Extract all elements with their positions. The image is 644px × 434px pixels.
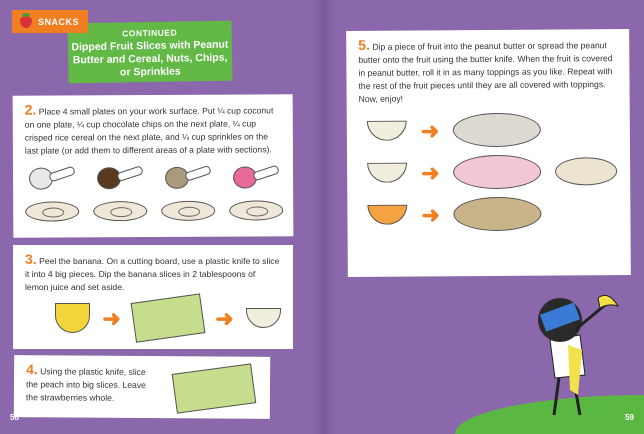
step-5-card: 5. Dip a piece of fruit into the peanut … — [346, 29, 631, 277]
character-illustration — [538, 294, 620, 416]
measuring-cup-sprinkles — [229, 164, 284, 222]
measuring-cup-coconut — [25, 165, 80, 223]
cups-illustration — [25, 164, 284, 223]
arrow-icon: ➜ — [102, 305, 121, 331]
banana-illustration — [55, 303, 91, 333]
arrow-icon: ➜ — [215, 305, 234, 331]
book-gutter — [312, 0, 336, 434]
banana-row: ➜ — [367, 154, 618, 190]
recipe-title: Dipped Fruit Slices with Peanut Butter a… — [71, 38, 229, 79]
peach-row: ➜ — [367, 196, 618, 232]
measuring-cup-cereal — [161, 164, 216, 223]
recipe-title-box: CONTINUED Dipped Fruit Slices with Peanu… — [67, 20, 233, 84]
page-number-right: 59 — [625, 413, 634, 422]
step-text: Dip a piece of fruit into the peanut but… — [358, 40, 613, 104]
step-text: Using the plastic knife, slice the peach… — [25, 366, 146, 403]
strawberry-row: ➜ — [366, 112, 618, 148]
strawberry-icon — [20, 12, 32, 28]
section-label: SNACKS — [38, 16, 80, 27]
peach-board-illustration — [171, 363, 257, 414]
step-number: 4. — [26, 361, 38, 378]
step-3-card: 3. Peel the banana. On a cutting board, … — [13, 245, 293, 349]
step-4-card: 4. Using the plastic knife, slice the pe… — [13, 355, 271, 419]
step-number: 3. — [25, 251, 37, 267]
step-number: 5. — [358, 36, 370, 53]
step-2-card: 2. Place 4 small plates on your work sur… — [12, 94, 294, 238]
section-tab: SNACKS — [12, 10, 88, 33]
step-text: Place 4 small plates on your work surfac… — [24, 105, 274, 156]
cutting-board-illustration — [130, 293, 206, 343]
measuring-cup-chocolate — [93, 165, 148, 223]
step-text: Peel the banana. On a cutting board, use… — [25, 256, 280, 292]
step-number: 2. — [24, 101, 37, 118]
page-number-left: 58 — [10, 413, 19, 422]
bowl-illustration — [245, 308, 281, 328]
